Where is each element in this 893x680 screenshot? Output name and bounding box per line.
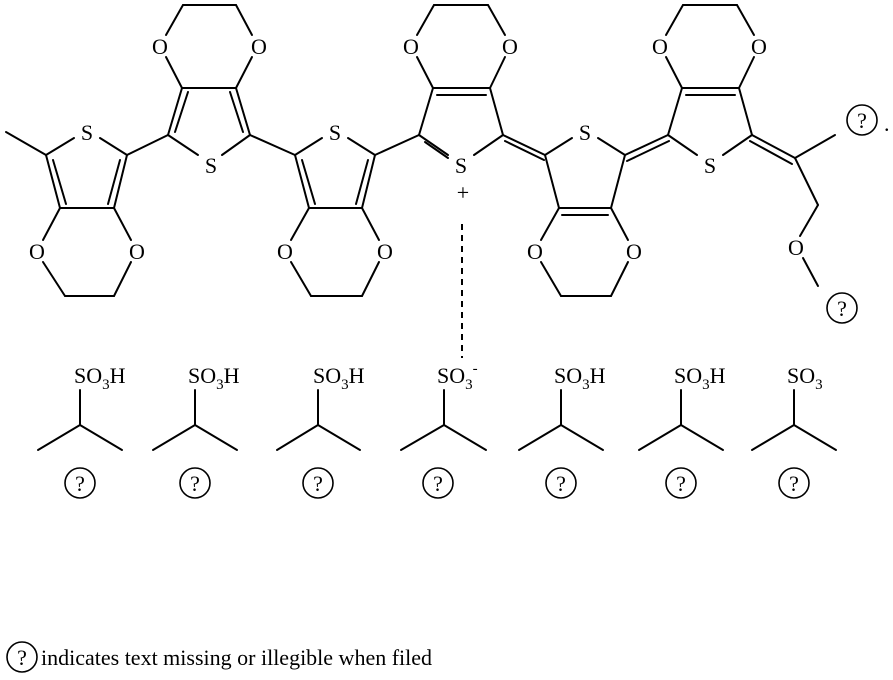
svg-text:?: ? xyxy=(556,471,566,496)
ring3-oxygen-left: O xyxy=(277,239,293,264)
legend-text: indicates text missing or illegible when… xyxy=(41,645,432,670)
svg-text:SO3H: SO3H xyxy=(188,363,240,393)
ring2-oxygen-right: O xyxy=(251,34,267,59)
svg-text:?: ? xyxy=(190,471,200,496)
illegible-marker-chain-end: ? xyxy=(827,293,857,323)
svg-text:?: ? xyxy=(676,471,686,496)
svg-text:?: ? xyxy=(857,108,867,133)
svg-text:?: ? xyxy=(433,471,443,496)
svg-text:SO3H: SO3H xyxy=(674,363,726,393)
ring4-oxygen-right: O xyxy=(502,34,518,59)
terminal-chain xyxy=(750,135,835,286)
sulfonate-unit-2: SO3H ? xyxy=(153,363,240,498)
svg-text:?: ? xyxy=(313,471,323,496)
ring2-oxygen-left: O xyxy=(152,34,168,59)
legend-marker-glyph: ? xyxy=(17,645,27,670)
legend: ? indicates text missing or illegible wh… xyxy=(7,642,432,672)
ring1-sulfur: S xyxy=(81,120,93,145)
sulfonate-anion-unit: SO3- ? xyxy=(401,361,486,498)
thiophene-ring-5 xyxy=(541,138,628,296)
ring6-oxygen-right: O xyxy=(751,34,767,59)
sulfonate-unit-7: SO3 ? xyxy=(752,363,836,498)
thiophene-ring-3 xyxy=(291,138,379,296)
svg-text:SO3H: SO3H xyxy=(554,363,606,393)
thiophene-ring-2 xyxy=(166,5,252,155)
ring6-oxygen-left: O xyxy=(652,34,668,59)
ring3-oxygen-right: O xyxy=(377,239,393,264)
sulfonate-unit-6: SO3H ? xyxy=(639,363,726,498)
ring3-sulfur: S xyxy=(329,120,341,145)
svg-text:SO3H: SO3H xyxy=(313,363,365,393)
thiophene-ring-6 xyxy=(666,5,754,155)
ring4-plus-charge: + xyxy=(457,180,469,205)
svg-text:?: ? xyxy=(75,471,85,496)
ring5-oxygen-right: O xyxy=(626,239,642,264)
svg-text:SO3-: SO3- xyxy=(437,361,478,393)
sulfonate-unit-1: SO3H ? xyxy=(38,363,126,498)
sulfonate-unit-3: SO3H ? xyxy=(277,363,365,498)
ring5-sulfur: S xyxy=(579,120,591,145)
ring6-sulfur: S xyxy=(704,153,716,178)
thiophene-ring-1 xyxy=(6,132,131,296)
ring1-oxygen-left: O xyxy=(29,239,45,264)
ring2-sulfur: S xyxy=(205,153,217,178)
ring5-oxygen-left: O xyxy=(527,239,543,264)
ring4-sulfur: S xyxy=(455,153,467,178)
illegible-marker-chain-top: ? xyxy=(847,105,877,135)
chain-oxygen: O xyxy=(788,235,804,260)
ring1-oxygen-right: O xyxy=(129,239,145,264)
structure-end-period: . xyxy=(884,111,890,136)
thiophene-ring-4 xyxy=(417,5,505,158)
svg-text:?: ? xyxy=(789,471,799,496)
sulfonate-unit-5: SO3H ? xyxy=(519,363,606,498)
svg-text:SO3H: SO3H xyxy=(74,363,126,393)
ring4-oxygen-left: O xyxy=(403,34,419,59)
svg-text:SO3: SO3 xyxy=(787,363,823,393)
svg-text:?: ? xyxy=(837,296,847,321)
